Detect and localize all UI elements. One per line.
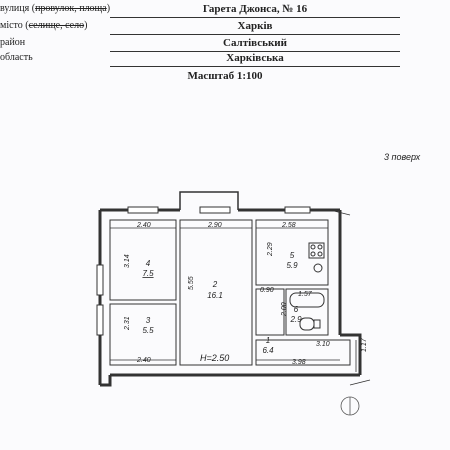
outer-walls — [98, 208, 362, 387]
district-label: район — [0, 37, 26, 48]
dim-label: 2.29 — [267, 242, 274, 257]
dim-label: 3.14 — [124, 254, 131, 268]
room-area: 7.5 — [142, 269, 154, 278]
district-value: Салтівський — [223, 37, 287, 49]
balcony-outline — [179, 191, 239, 210]
street-label: вулиця (провулок, площа) — [0, 3, 111, 14]
ceiling-height: H=2.50 — [200, 353, 229, 363]
street-value: Гарета Джонса, № 16 — [202, 3, 308, 15]
dim-label: 3.10 — [316, 341, 330, 348]
header-row-city: місто (селище, село) Харків — [0, 20, 450, 36]
room-area: 5.5 — [142, 326, 154, 335]
district-underline — [110, 51, 400, 52]
windows — [96, 206, 311, 336]
dim-label: 2.90 — [207, 222, 222, 229]
dim-label: 0.90 — [260, 287, 274, 294]
room-number: 3 — [146, 316, 151, 325]
scale-label: Масштаб 1:100 — [187, 70, 263, 82]
corridor-outline — [255, 339, 351, 366]
room-outlines — [109, 219, 329, 366]
room-number: 6 — [294, 305, 299, 314]
kitchen-sink-icon — [313, 263, 323, 273]
city-value: Харків — [237, 20, 273, 32]
dim-label: 1.57 — [298, 291, 313, 298]
header-row-street: вулиця (провулок, площа) Гарета Джонса, … — [0, 3, 450, 19]
dim-label: 2.40 — [136, 357, 151, 364]
kitchen-stove-icon — [308, 242, 325, 259]
room-number: 2 — [212, 280, 218, 289]
street-underline — [110, 17, 400, 18]
region-underline — [110, 66, 400, 67]
room-area: 5.9 — [286, 261, 298, 270]
header-row-district: район Салтівський — [0, 37, 450, 53]
room-area: 6.4 — [262, 346, 274, 355]
header-row-region: область Харківська — [0, 52, 450, 68]
room-area: 2.9 — [289, 315, 302, 324]
dimension-ticks — [110, 209, 371, 386]
dim-label: 2.40 — [136, 222, 151, 229]
region-value: Харківська — [226, 52, 284, 64]
dim-label: 3.98 — [292, 359, 306, 366]
bathtub-icon — [289, 292, 325, 308]
floor-label: 3 поверх — [384, 152, 421, 162]
region-label: область — [0, 52, 33, 63]
room-number: 4 — [146, 259, 151, 268]
room-number: 1 — [266, 336, 270, 345]
dim-label: 2.58 — [281, 222, 296, 229]
city-label: місто (селище, село) — [0, 20, 88, 31]
room-number: 5 — [290, 251, 295, 260]
dim-label: 2.31 — [124, 316, 131, 331]
toilet-icon — [299, 317, 321, 331]
dim-label: 5.55 — [188, 276, 195, 290]
city-underline — [110, 34, 400, 35]
dim-label: 1.17 — [361, 337, 368, 352]
room-area: 16.1 — [207, 291, 223, 300]
dim-label: 2.00 — [281, 302, 288, 317]
